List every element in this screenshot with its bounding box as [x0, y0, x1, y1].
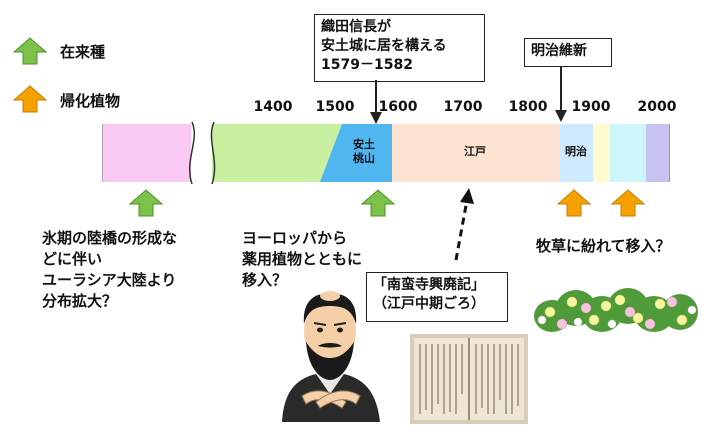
- year-1500: 1500: [315, 99, 355, 115]
- naturalized-label: 帰化植物: [60, 92, 121, 110]
- note-glacial: 氷期の陸橋の形成な どに伴い ユーラシア大陸より 分布拡大？: [42, 229, 178, 310]
- year-2000: 2000: [637, 99, 677, 115]
- native-label: 在来種: [60, 43, 106, 61]
- year-1800: 1800: [508, 99, 548, 115]
- year-1600: 1600: [378, 99, 418, 115]
- segment-meiji: [560, 124, 593, 182]
- period-azuchi: 安土 桃山: [353, 138, 375, 165]
- naturalized-arrow-meiji-icon: [556, 189, 592, 217]
- missionary-illustration: [282, 291, 380, 422]
- book-callout: 「南蛮寺興廃記」 （江戸中期ごろ）: [366, 272, 508, 322]
- old-book-illustration: [410, 334, 528, 424]
- segment-azuchi: [320, 124, 392, 182]
- oda-pointer-arrow: [370, 80, 382, 124]
- note-europe: ヨーロッパから 薬用植物とともに 移入？: [242, 229, 363, 289]
- meiji-restoration-callout: 明治維新: [524, 38, 612, 67]
- native-arrow-europe-icon: [360, 189, 396, 217]
- segment-edo: [392, 124, 560, 182]
- timeline-break-mark: [188, 121, 216, 185]
- legend: 在来種 帰化植物: [12, 36, 172, 116]
- year-1400: 1400: [253, 99, 293, 115]
- oda-callout: 織田信長が 安土城に居を構える 1579－1582: [314, 14, 485, 82]
- year-1900: 1900: [571, 99, 611, 115]
- period-edo: 江戸: [464, 145, 486, 158]
- native-arrow-glacial-icon: [128, 189, 164, 217]
- note-pasture: 牧草に紛れて移入？: [536, 237, 671, 255]
- segment-heisei: [646, 124, 670, 182]
- naturalized-arrow-icon: [12, 85, 48, 113]
- segment-prehistory: [102, 124, 191, 182]
- meiji-pointer-arrow: [555, 66, 567, 122]
- segment-showa: [610, 124, 646, 182]
- naturalized-arrow-showa-icon: [610, 189, 646, 217]
- segment-taisho: [593, 124, 610, 182]
- edo-dashed-arrow: [454, 188, 474, 261]
- period-meiji: 明治: [565, 145, 587, 158]
- flower-bush-illustration: [534, 288, 698, 332]
- year-1700: 1700: [443, 99, 483, 115]
- native-arrow-icon: [12, 37, 48, 65]
